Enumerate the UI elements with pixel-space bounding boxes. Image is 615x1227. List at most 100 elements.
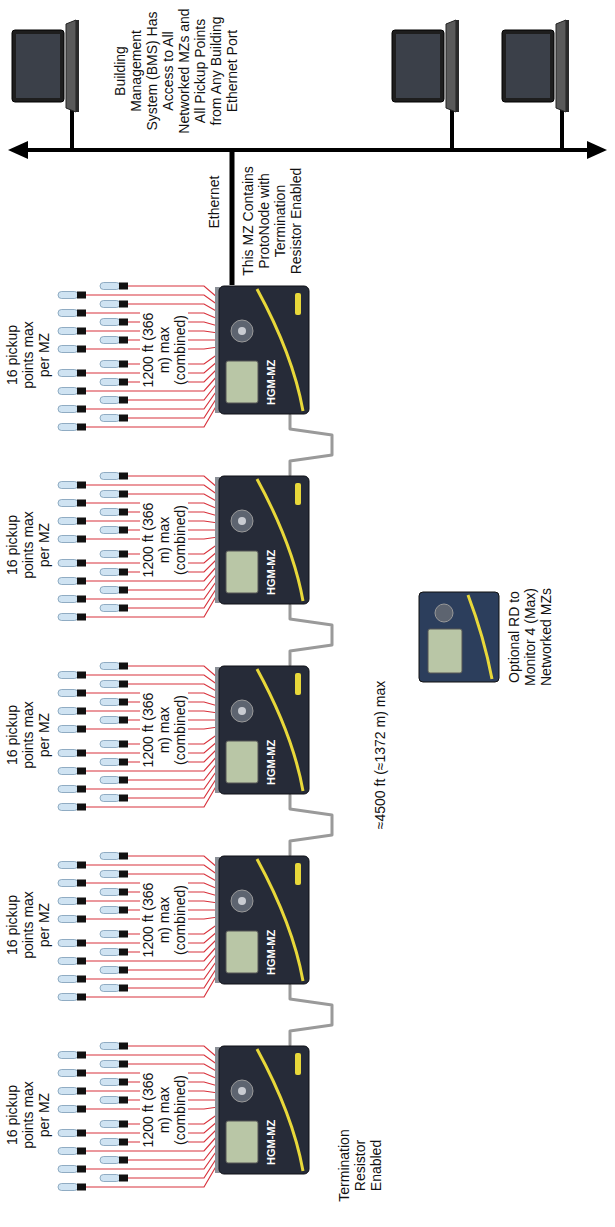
- pickup-point: [58, 1166, 78, 1173]
- pickup-point: [100, 1139, 120, 1146]
- sample-line: [86, 389, 218, 409]
- pickup-point: [58, 958, 78, 965]
- unit-label: HGM-MZ: [265, 740, 278, 785]
- laptop: [12, 20, 79, 112]
- pickup-point: [100, 663, 120, 670]
- pickup-connector: [119, 1175, 128, 1182]
- pickup-connector: [77, 940, 86, 947]
- pickup-connector: [77, 578, 86, 585]
- pickup-point: [58, 1070, 78, 1077]
- pickup-connector: [119, 907, 128, 914]
- pickup-connector: [77, 424, 86, 431]
- pickup-connector: [119, 379, 128, 386]
- pickup-point: [100, 491, 120, 498]
- pickup-connector: [119, 889, 128, 896]
- sample-line: [86, 769, 218, 789]
- pickup-connector: [77, 518, 86, 525]
- pickup-point: [58, 726, 78, 733]
- pickup-connector: [77, 880, 86, 887]
- mz-unit: [215, 665, 310, 795]
- pickup-point: [58, 1130, 78, 1137]
- note-label: 1200 ft (366 m) max (combined): [140, 502, 188, 578]
- network-cable: [290, 985, 332, 1045]
- pickup-connector: [119, 871, 128, 878]
- pickup-connector: [119, 741, 128, 748]
- pickup-connector: [119, 283, 128, 290]
- note-label: 16 pickup points max per MZ: [4, 693, 52, 777]
- pickup-connector: [119, 473, 128, 480]
- pickup-point: [58, 596, 78, 603]
- pickup-point: [58, 346, 78, 353]
- sample-line: [86, 295, 218, 305]
- pickup-point: [58, 536, 78, 543]
- sample-line: [128, 666, 218, 678]
- ethernet-bus: [24, 148, 591, 152]
- pickup-point: [58, 994, 78, 1001]
- pickup-connector: [77, 536, 86, 543]
- pickup-connector: [77, 976, 86, 983]
- note-label: 1200 ft (366 m) max (combined): [140, 312, 188, 388]
- sample-line: [128, 874, 218, 882]
- sample-line: [128, 1046, 218, 1058]
- sample-line: [86, 1055, 218, 1065]
- pickup-connector: [77, 406, 86, 413]
- note-label: This MZ Contains ProtoNode with Terminat…: [240, 165, 304, 277]
- network-cable: [290, 795, 332, 855]
- note-label: ≈4500 ft (≈1372 m) max: [372, 635, 388, 875]
- pickup-connector: [119, 1043, 128, 1050]
- mz-unit: [215, 475, 310, 605]
- laptop: [392, 20, 459, 112]
- sample-line: [86, 403, 218, 427]
- pickup-connector: [119, 491, 128, 498]
- pickup-connector: [119, 337, 128, 344]
- pickup-point: [100, 889, 120, 896]
- pickup-connector: [119, 663, 128, 670]
- sample-line: [128, 286, 218, 298]
- note-label: 16 pickup points max per MZ: [4, 883, 52, 967]
- pickup-point: [58, 862, 78, 869]
- pickup-point: [58, 614, 78, 621]
- pickup-point: [58, 708, 78, 715]
- pickup-connector: [77, 500, 86, 507]
- pickup-point: [100, 1157, 120, 1164]
- pickup-point: [58, 804, 78, 811]
- mz-unit: HGM-MZ: [215, 1045, 310, 1175]
- pickup-connector: [119, 527, 128, 534]
- pickup-point: [58, 1088, 78, 1095]
- pickup-point: [58, 1106, 78, 1113]
- sample-line: [86, 593, 218, 617]
- mz-unit: [215, 1045, 310, 1175]
- pickup-connector: [119, 985, 128, 992]
- device-caption: Optional RD to Monitor 4 (Max) Networked…: [506, 577, 554, 697]
- pickup-connector: [119, 1139, 128, 1146]
- pickup-connector: [119, 1157, 128, 1164]
- pickup-point: [100, 853, 120, 860]
- note-label: 16 pickup points max per MZ: [4, 503, 52, 587]
- pickup-point: [100, 361, 120, 368]
- sample-line: [128, 684, 218, 692]
- sample-line: [128, 856, 218, 868]
- pickup-connector: [119, 795, 128, 802]
- pickup-connector: [119, 777, 128, 784]
- sample-line: [86, 783, 218, 807]
- pickup-point: [58, 690, 78, 697]
- pickup-connector: [119, 301, 128, 308]
- pickup-connector: [77, 994, 86, 1001]
- pickup-point: [58, 406, 78, 413]
- pickup-connector: [77, 750, 86, 757]
- unit-label: HGM-MZ: [265, 930, 278, 975]
- pickup-connector: [119, 699, 128, 706]
- pickup-connector: [119, 361, 128, 368]
- mz-unit: HGM-MZ: [215, 475, 310, 605]
- pickup-connector: [119, 931, 128, 938]
- mz-unit: [215, 285, 310, 415]
- pickup-point: [100, 1175, 120, 1182]
- pickup-point: [100, 283, 120, 290]
- pickup-point: [58, 292, 78, 299]
- pickup-point: [100, 587, 120, 594]
- sample-line: [86, 865, 218, 875]
- remote-display: Optional RD to Monitor 4 (Max) Networked…: [418, 562, 554, 712]
- pickup-connector: [77, 370, 86, 377]
- pickup-connector: [77, 310, 86, 317]
